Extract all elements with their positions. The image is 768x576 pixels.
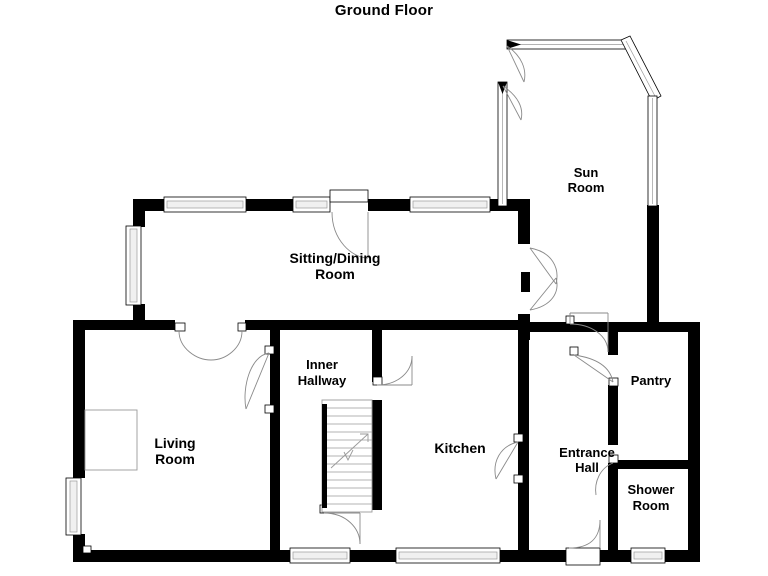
- sunroom-door-leaf-1: [506, 45, 525, 83]
- wall-entrance-left-top: [529, 322, 571, 332]
- window-living-left: [65, 477, 82, 536]
- door-sd-to-sunroom-1: [529, 247, 558, 285]
- wall-bottom-seg1: [73, 550, 290, 562]
- sunroom-left-cap: [498, 82, 507, 94]
- label-sun-room-l2: Room: [568, 180, 605, 195]
- wall-sd-right-mid: [521, 272, 530, 292]
- label-inner-hallway-l2: Hallway: [298, 373, 347, 388]
- label-shower-room-l2: Room: [633, 498, 670, 513]
- label-entrance-hall-l1: Entrance: [559, 445, 615, 460]
- wall-right-exterior-lower: [688, 325, 700, 562]
- wall-bottom-seg2: [350, 550, 396, 562]
- jamb-living-top: [82, 545, 92, 554]
- page-title: Ground Floor: [334, 2, 434, 19]
- wall-hallway-right-upper: [372, 330, 382, 382]
- door-entrance-to-kitchen: [494, 433, 524, 484]
- wall-sd-top-seg1: [246, 199, 293, 211]
- wall-living-left-upper: [73, 320, 85, 478]
- sunroom-top-cap: [507, 40, 521, 49]
- label-inner-hallway-l1: Inner: [306, 357, 338, 372]
- sunroom-window-angled: [620, 35, 662, 102]
- stair-stringer: [322, 404, 327, 508]
- label-sitting-dining-l1: Sitting/Dining: [290, 250, 381, 266]
- wall-pantry-bottom: [618, 460, 700, 469]
- label-shower-room-l1: Shower: [628, 482, 675, 497]
- label-entrance-hall-l2: Hall: [575, 460, 599, 475]
- wall-entrance-right-lower: [608, 463, 618, 562]
- label-pantry: Pantry: [631, 373, 672, 388]
- door-hallway-to-living: [244, 345, 275, 414]
- label-living-room-l1: Living: [154, 435, 195, 451]
- window-sd-top-3: [409, 196, 491, 213]
- sunroom-door-arc-1: [506, 45, 526, 83]
- door-sd-to-sunroom-2: [529, 277, 558, 311]
- room-labels-group: Sun Room Sitting/Dining Room Inner Hallw…: [154, 165, 674, 513]
- label-sitting-dining-l2: Room: [315, 266, 355, 282]
- door-living-double: [174, 322, 247, 361]
- door-hallway-to-kitchen: [372, 355, 413, 386]
- doors-group: [174, 189, 619, 566]
- wall-sd-right-upper: [518, 199, 530, 244]
- sunroom-door-arc-2: [502, 85, 523, 121]
- walls-group: [73, 199, 700, 562]
- window-sd-top-1: [163, 196, 247, 213]
- window-sd-top-2: [292, 196, 331, 213]
- wall-sd-bottom-right: [418, 320, 530, 330]
- wall-living-right: [270, 330, 280, 562]
- door-pantry-lower: [569, 346, 619, 387]
- door-entrance-front: [565, 519, 601, 566]
- fireplace-living-room: [84, 409, 138, 471]
- sun-room-structure: [497, 35, 662, 207]
- door-shower-room: [595, 454, 619, 496]
- window-sd-left: [125, 225, 142, 306]
- label-sun-room-l1: Sun: [574, 165, 599, 180]
- window-bottom-kitchen-2: [395, 547, 501, 564]
- label-living-room-l2: Room: [155, 451, 195, 467]
- wall-bottom-seg3: [500, 550, 566, 562]
- windows-group: [65, 196, 666, 564]
- staircase: [321, 399, 373, 513]
- door-sd-top: [329, 189, 369, 259]
- wall-pantry-top: [570, 322, 700, 332]
- sunroom-door-leaf-2: [502, 85, 522, 121]
- wall-kitchen-right: [518, 330, 529, 562]
- wall-sd-bottom-mid: [245, 320, 418, 330]
- window-bottom-shower: [630, 547, 666, 564]
- wall-hallway-right-lower: [372, 400, 382, 510]
- wall-right-exterior-upper: [647, 205, 659, 325]
- wall-sd-left-upper: [133, 199, 145, 227]
- door-pantry-upper: [565, 312, 609, 353]
- wall-sd-bottom-left: [73, 320, 175, 330]
- wall-entrance-right-mid: [608, 385, 618, 445]
- window-bottom-kitchen-1: [289, 547, 351, 564]
- wall-sd-top-seg2: [368, 199, 410, 211]
- wall-entrance-right-upper: [608, 330, 618, 355]
- label-kitchen: Kitchen: [434, 440, 485, 456]
